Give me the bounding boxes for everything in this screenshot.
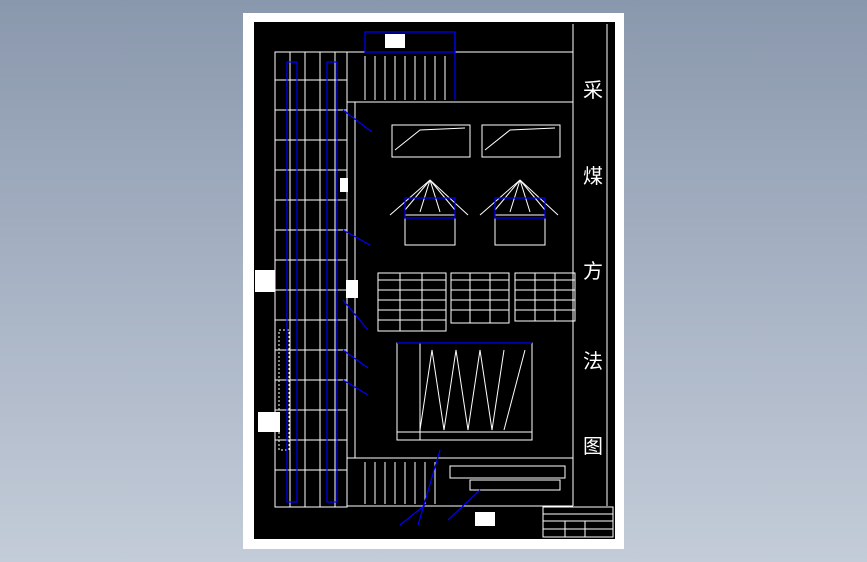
title-char-3: 方: [583, 259, 603, 283]
title-char-4: 法: [583, 349, 603, 373]
title-char-1: 采: [583, 78, 603, 102]
title-char-2: 煤: [583, 164, 603, 188]
cycle-chart: [396, 342, 533, 441]
roadway-grid: [275, 79, 347, 471]
blue-callouts: [286, 31, 546, 526]
table-left: [377, 272, 447, 332]
title-block: [542, 506, 614, 538]
support-section-left: [391, 124, 471, 158]
white-blocks: [255, 34, 495, 526]
blast-diagram-right: [479, 179, 559, 246]
hatched-pillar: [278, 329, 290, 451]
title-char-5: 图: [583, 434, 603, 458]
table-middle: [450, 272, 510, 324]
bottom-conveyor: [364, 462, 566, 504]
blast-diagram-left: [389, 179, 469, 246]
support-section-right: [481, 124, 561, 158]
table-right: [514, 272, 576, 322]
main-roadway: [274, 51, 348, 508]
top-conveyor: [364, 56, 446, 100]
